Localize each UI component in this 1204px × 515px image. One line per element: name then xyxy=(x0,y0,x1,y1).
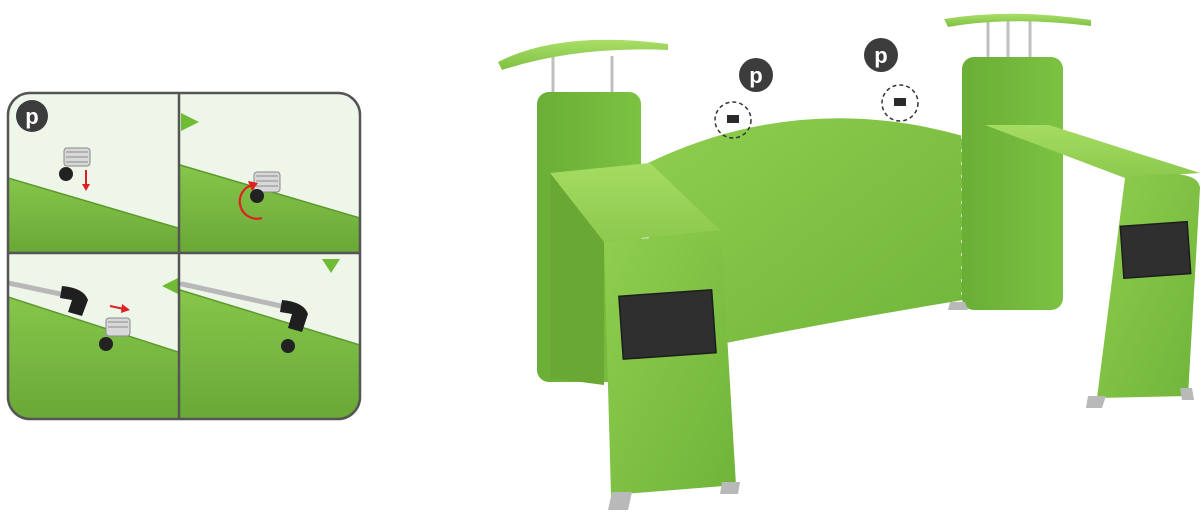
p-badge-icon: p xyxy=(16,100,48,132)
left-monitor xyxy=(619,290,716,359)
exhibition-booth: p p xyxy=(498,14,1200,510)
right-monitor xyxy=(1120,222,1190,279)
p-badge-label: p xyxy=(25,104,38,129)
right-tower xyxy=(944,14,1091,310)
connection-marker: p xyxy=(864,38,918,121)
marker-label: p xyxy=(749,63,762,88)
right-canopy xyxy=(944,14,1091,27)
marker-label: p xyxy=(874,43,887,68)
detail-panel: p xyxy=(8,93,360,419)
left-canopy xyxy=(498,40,668,70)
